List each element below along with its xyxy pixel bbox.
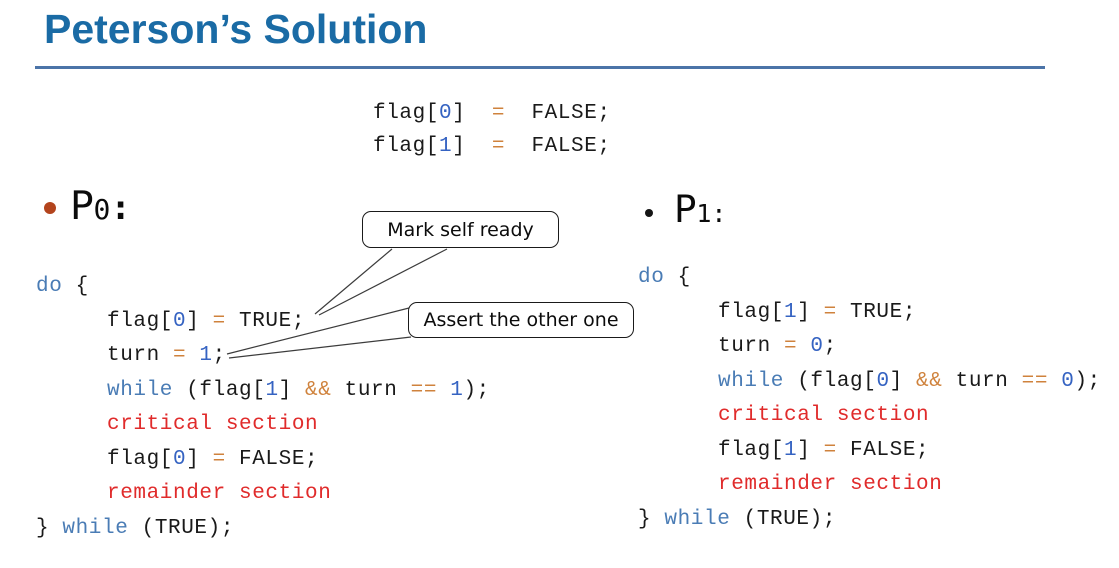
p1-subscript: 1 [696,199,712,228]
code-line: while (flag[0] && turn == 0); [718,369,1101,393]
process-p1-label: P1: [674,188,726,231]
code-line: critical section [718,404,930,427]
p1-code-block: do { flag[1] = TRUE; turn = 0; while (flag[… [638,261,1101,537]
code-line: critical section [107,413,319,436]
title-underline [35,66,1045,69]
bullet-p1 [645,209,653,217]
bullet-p0 [44,202,56,214]
code-line: while (flag[1] && turn == 1); [107,378,490,402]
code-line: } while (TRUE); [638,507,837,531]
p0-letter: P [70,184,94,229]
code-line: flag[1] = TRUE; [718,300,917,324]
callout-assert-other-one: Assert the other one [408,302,634,338]
init-code-block: flag[0] = FALSE; flag[1] = FALSE; [373,97,611,163]
code-line: turn = 0; [718,335,837,358]
code-line: flag[0] = FALSE; [373,102,611,125]
callout-mark-self-ready: Mark self ready [362,211,559,248]
page-title: Peterson’s Solution [44,6,428,52]
p1-colon: : [711,199,727,228]
code-line: } while (TRUE); [36,516,235,540]
code-line: do { [36,275,89,298]
p1-letter: P [674,188,697,231]
code-line: flag[1] = FALSE; [373,135,611,158]
p0-colon: : [110,188,131,228]
callout-assert-text: Assert the other one [423,309,619,331]
code-line: flag[0] = FALSE; [107,447,319,471]
code-line: turn = 1; [107,344,226,367]
process-p0-label: P0: [70,184,131,229]
code-line: do { [638,266,691,289]
code-line: remainder section [107,482,332,505]
p0-subscript: 0 [93,193,111,226]
code-line: remainder section [718,473,943,496]
code-line: flag[1] = FALSE; [718,438,930,462]
callout-mark-text: Mark self ready [387,218,534,241]
